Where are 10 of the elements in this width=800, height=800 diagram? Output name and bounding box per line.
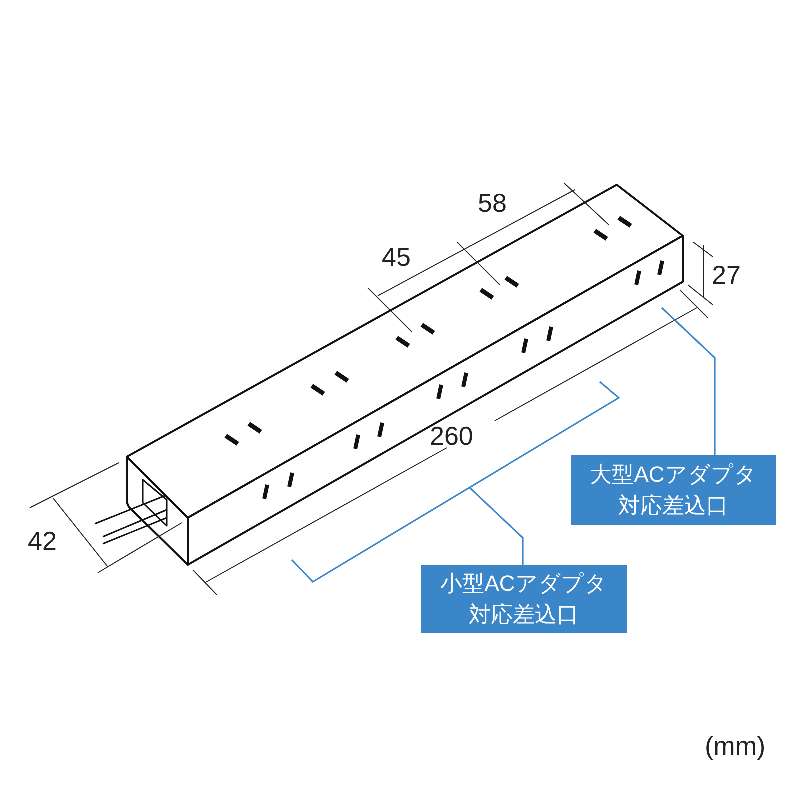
callout-box: 大型ACアダプタ対応差込口 (571, 455, 776, 525)
dimension-label: 260 (430, 423, 474, 449)
dimension-label: 45 (382, 244, 411, 270)
dimension-label: 58 (478, 190, 507, 216)
dimension-label: 27 (712, 262, 741, 288)
callout-box: 小型ACアダプタ対応差込口 (421, 565, 627, 633)
leader-line (661, 307, 716, 455)
unit-label: (mm) (705, 733, 766, 759)
leader-line (469, 487, 524, 565)
dimension-label: 42 (28, 528, 57, 554)
